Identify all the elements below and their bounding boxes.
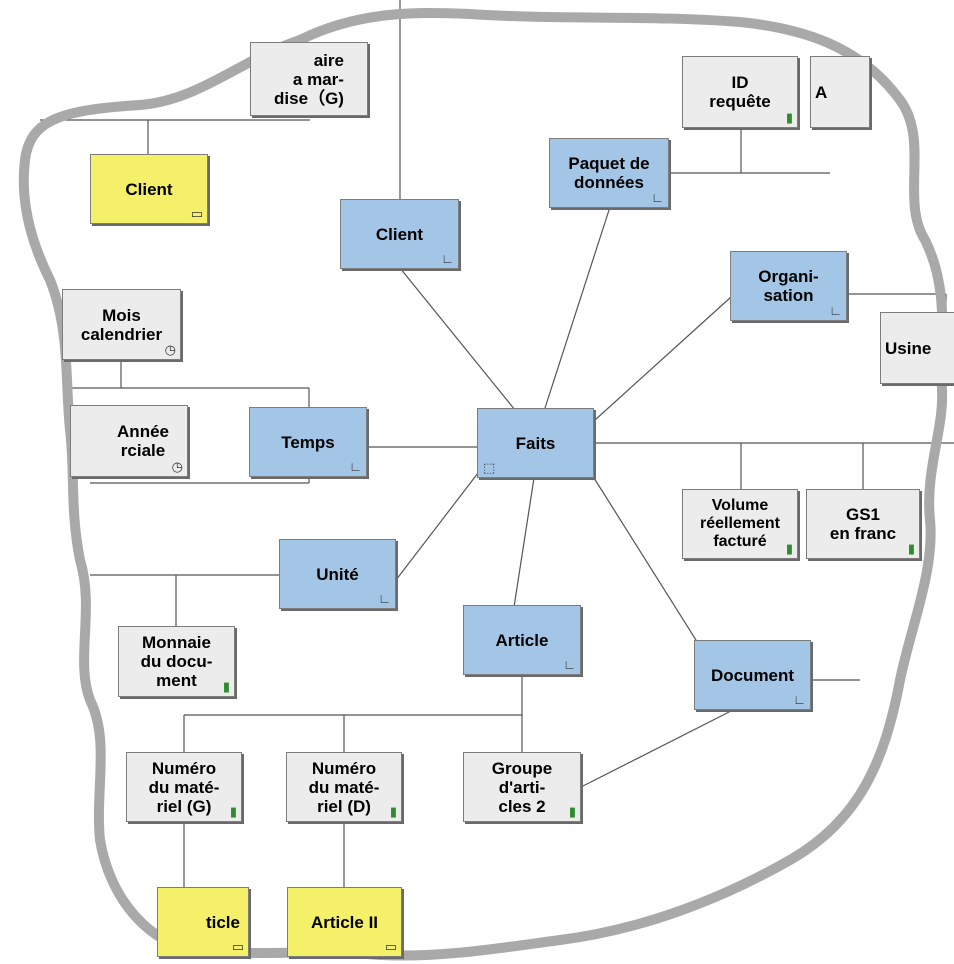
chart-axis-icon: ∟ bbox=[563, 657, 576, 672]
client-dimension-node[interactable]: Client ∟ bbox=[340, 199, 459, 269]
chart-axis-icon: ∟ bbox=[378, 591, 391, 606]
temps-dimension-label: Temps bbox=[281, 432, 335, 452]
connector-faits-paquet bbox=[544, 206, 611, 409]
client-master-node[interactable]: Client ▭ bbox=[90, 154, 208, 224]
client-master-label: Client bbox=[125, 179, 173, 199]
chart-axis-icon: ∟ bbox=[441, 251, 454, 266]
faits-label: Faits bbox=[515, 433, 556, 453]
connector-faits-document bbox=[593, 477, 697, 641]
paquet-dimension-label: Paquet de données bbox=[568, 154, 650, 192]
article-i-node[interactable]: ticle ▭ bbox=[157, 887, 249, 957]
gamme-node[interactable]: aire a mar- dise（G) bbox=[250, 42, 368, 116]
unite-dimension-label: Unité bbox=[316, 564, 359, 584]
connector-groupe-document bbox=[580, 709, 734, 788]
volume-label: Volume réellement facturé bbox=[699, 497, 781, 550]
table-icon: ▭ bbox=[231, 939, 244, 954]
clock-icon: ◷ bbox=[171, 459, 183, 474]
connector-faits-client bbox=[399, 267, 516, 411]
usine-label: Usine bbox=[885, 338, 932, 358]
monnaie-node[interactable]: Monnaie du docu- ment ▮ bbox=[118, 626, 235, 697]
numero-materiel-d-label: Numéro du maté- riel (D) bbox=[308, 758, 380, 816]
document-dimension-label: Document bbox=[710, 665, 795, 685]
paquet-dimension-node[interactable]: Paquet de données ∟ bbox=[549, 138, 669, 208]
chart-axis-icon: ∟ bbox=[829, 303, 842, 318]
gs1-label: GS1 en franc bbox=[829, 505, 897, 543]
connector-faits-unite bbox=[395, 472, 479, 581]
id-requete-label: ID requête bbox=[709, 73, 771, 111]
annee-node[interactable]: Année rciale ◷ bbox=[70, 405, 188, 477]
chart-axis-icon: ∟ bbox=[349, 459, 362, 474]
article-dimension-label: Article bbox=[495, 630, 549, 650]
groupe-articles-node[interactable]: Groupe d'arti- cles 2 ▮ bbox=[463, 752, 581, 822]
mois-calendrier-label: Mois calendrier bbox=[80, 305, 163, 344]
numero-materiel-g-label: Numéro du maté- riel (G) bbox=[148, 758, 220, 816]
green-key-icon: ▮ bbox=[785, 541, 793, 556]
id-requete-node[interactable]: ID requête ▮ bbox=[682, 56, 798, 128]
client-dimension-label: Client bbox=[375, 224, 424, 244]
green-key-icon: ▮ bbox=[222, 679, 230, 694]
temps-dimension-node[interactable]: Temps ∟ bbox=[249, 407, 367, 477]
partial-a-node[interactable]: A bbox=[810, 56, 870, 128]
faits-node[interactable]: Faits ⬚ bbox=[477, 408, 594, 478]
green-key-icon: ▮ bbox=[229, 804, 237, 819]
chart-axis-icon: ∟ bbox=[651, 190, 664, 205]
unite-dimension-node[interactable]: Unité ∟ bbox=[279, 539, 396, 609]
island-outline bbox=[18, 8, 948, 961]
document-dimension-node[interactable]: Document ∟ bbox=[694, 640, 811, 710]
article-ii-node[interactable]: Article II ▭ bbox=[287, 887, 402, 957]
usine-node[interactable]: Usine bbox=[880, 312, 954, 384]
green-key-icon: ▮ bbox=[907, 541, 915, 556]
gs1-node[interactable]: GS1 en franc ▮ bbox=[806, 489, 920, 559]
mois-calendrier-node[interactable]: Mois calendrier ◷ bbox=[62, 289, 181, 360]
green-key-icon: ▮ bbox=[568, 804, 576, 819]
table-icon: ▭ bbox=[384, 939, 397, 954]
article-ii-label: Article II bbox=[310, 912, 379, 932]
organisation-dimension-node[interactable]: Organi- sation ∟ bbox=[730, 251, 847, 321]
numero-materiel-g-node[interactable]: Numéro du maté- riel (G) ▮ bbox=[126, 752, 242, 822]
monnaie-label: Monnaie du docu- ment bbox=[140, 633, 213, 690]
organisation-dimension-label: Organi- sation bbox=[758, 267, 819, 305]
article-i-label: ticle bbox=[205, 912, 240, 932]
partial-a-label: A bbox=[815, 82, 828, 102]
groupe-articles-label: Groupe d'arti- cles 2 bbox=[491, 758, 553, 816]
gamme-label: aire a mar- dise（G) bbox=[274, 50, 344, 108]
volume-node[interactable]: Volume réellement facturé ▮ bbox=[682, 489, 798, 559]
connector-faits-article bbox=[513, 477, 535, 608]
green-key-icon: ▮ bbox=[785, 110, 793, 125]
article-dimension-node[interactable]: Article ∟ bbox=[463, 605, 581, 675]
clock-icon: ◷ bbox=[164, 342, 176, 357]
cube-icon: ⬚ bbox=[483, 460, 496, 475]
green-key-icon: ▮ bbox=[389, 804, 397, 819]
chart-axis-icon: ∟ bbox=[793, 692, 806, 707]
annee-label: Année rciale bbox=[117, 422, 169, 460]
connector-faits-organisation bbox=[594, 296, 732, 421]
numero-materiel-d-node[interactable]: Numéro du maté- riel (D) ▮ bbox=[286, 752, 402, 822]
table-icon: ▭ bbox=[190, 206, 203, 221]
